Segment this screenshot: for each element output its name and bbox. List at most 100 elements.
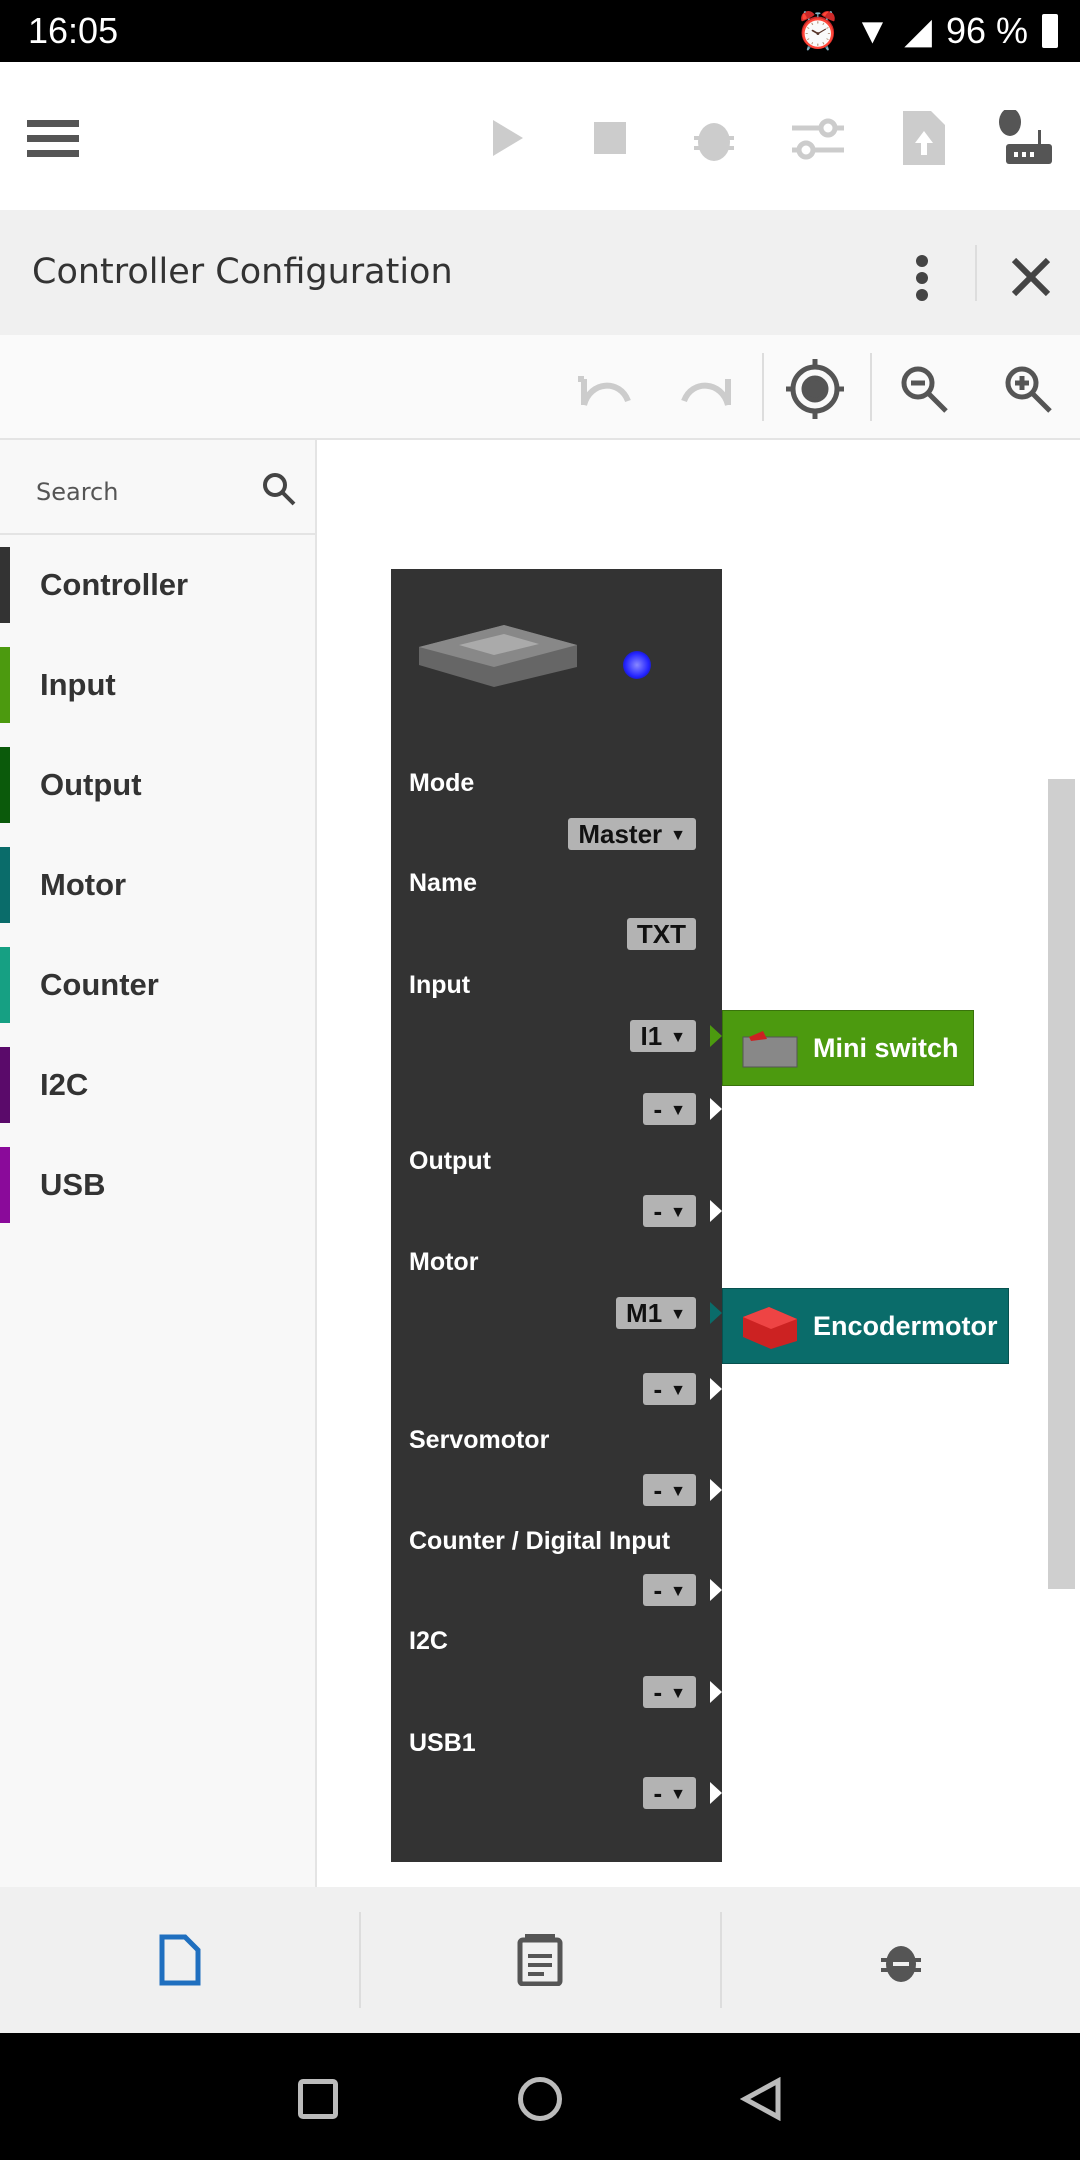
list-document-icon [517, 1934, 563, 1986]
controller-connection-icon[interactable] [998, 110, 1054, 166]
output-port-dropdown[interactable]: -▼ [643, 1195, 696, 1227]
play-icon[interactable] [480, 110, 536, 166]
connector-notch [710, 1681, 722, 1703]
dropdown-arrow-icon: ▼ [670, 1786, 686, 1803]
menu-icon[interactable] [25, 110, 81, 166]
more-options-icon[interactable] [912, 255, 932, 306]
zoom-in-icon[interactable] [1004, 365, 1054, 420]
encodermotor-block[interactable]: Encodermotor [722, 1288, 1009, 1364]
controller-block[interactable]: Mode Master▼ Name TXT Input I1▼ -▼ Outpu… [391, 569, 722, 1862]
search-input[interactable]: Search [0, 440, 315, 535]
dropdown-value: I1 [640, 1021, 663, 1051]
alarm-icon: ⏰ [795, 10, 841, 51]
tab-program[interactable] [0, 1887, 360, 2033]
motor-port-dropdown[interactable]: M1 ▼ [616, 1297, 696, 1329]
category-color [0, 1047, 10, 1123]
sidebar-item-usb[interactable]: USB [0, 1135, 315, 1235]
battery-level: 96 % [945, 10, 1028, 51]
sidebar-item-i2c[interactable]: I2C [0, 1035, 315, 1135]
search-icon[interactable] [262, 472, 296, 506]
name-label: Name [409, 869, 478, 897]
battery-icon [1042, 14, 1058, 48]
divider [762, 353, 764, 421]
upload-file-icon[interactable] [896, 110, 952, 166]
input-port-dropdown[interactable]: I1 ▼ [630, 1020, 696, 1052]
dropdown-value: M1 [626, 1298, 663, 1328]
mode-label: Mode [409, 769, 475, 797]
mode-dropdown[interactable]: Master▼ [568, 818, 696, 850]
divider [359, 1912, 361, 2008]
connector-notch [710, 1479, 722, 1501]
input-port-dropdown-2[interactable]: -▼ [643, 1093, 696, 1125]
search-placeholder: Search [36, 478, 119, 506]
zoom-out-icon[interactable] [900, 365, 950, 420]
close-icon[interactable] [1011, 257, 1051, 301]
dropdown-arrow-icon: ▼ [670, 1483, 686, 1500]
mini-switch-image [742, 1031, 798, 1068]
motor-port-dropdown-2[interactable]: -▼ [643, 1373, 696, 1405]
category-label: Motor [40, 867, 127, 902]
back-button[interactable] [740, 2077, 782, 2121]
sidebar-item-motor[interactable]: Motor [0, 835, 315, 935]
sidebar-item-input[interactable]: Input [0, 635, 315, 735]
usb-label: USB1 [409, 1729, 476, 1757]
usb-dropdown[interactable]: -▼ [643, 1777, 696, 1809]
canvas-toolbar [0, 335, 1080, 440]
name-field[interactable]: TXT [626, 918, 696, 950]
i2c-dropdown[interactable]: -▼ [643, 1676, 696, 1708]
home-button[interactable] [518, 2077, 562, 2121]
dropdown-value: - [653, 1575, 663, 1605]
dropdown-value: - [653, 1475, 663, 1505]
category-color [0, 847, 10, 923]
sidebar-item-counter[interactable]: Counter [0, 935, 315, 1035]
category-color [0, 547, 10, 623]
category-color [0, 647, 10, 723]
status-bar: 16:05 ⏰ ▼ ◢ 96 % [0, 0, 1080, 62]
signal-icon: ◢ [904, 10, 932, 51]
category-label: Input [40, 667, 116, 702]
dropdown-arrow-icon: ▼ [670, 1029, 686, 1046]
redo-icon[interactable] [680, 371, 736, 412]
divider [975, 245, 977, 301]
dropdown-arrow-icon: ▼ [670, 1102, 686, 1119]
connector-notch [710, 1782, 722, 1804]
category-color [0, 947, 10, 1023]
output-label: Output [409, 1147, 491, 1175]
connector-notch [710, 1098, 722, 1120]
sidebar-item-output[interactable]: Output [0, 735, 315, 835]
dropdown-value: - [653, 1094, 663, 1124]
dropdown-arrow-icon: ▼ [670, 1306, 686, 1323]
debug-icon[interactable] [686, 110, 742, 166]
undo-icon[interactable] [576, 371, 632, 412]
servomotor-dropdown[interactable]: -▼ [643, 1474, 696, 1506]
connector-notch [710, 1025, 722, 1047]
sidebar-item-controller[interactable]: Controller [0, 535, 315, 635]
page-title: Controller Configuration [32, 252, 453, 292]
connector-notch [710, 1302, 722, 1324]
stop-icon[interactable] [582, 110, 638, 166]
center-icon[interactable] [786, 359, 844, 424]
recents-button[interactable] [298, 2079, 338, 2119]
servomotor-label: Servomotor [409, 1426, 550, 1454]
category-color [0, 747, 10, 823]
divider [870, 353, 872, 421]
title-bar: Controller Configuration [0, 210, 1080, 335]
status-led-icon [623, 651, 651, 679]
category-label: Output [40, 767, 142, 802]
divider [720, 1912, 722, 2008]
workspace-scrollbar[interactable] [1048, 779, 1075, 1589]
mini-switch-block[interactable]: Mini switch [722, 1010, 974, 1086]
category-color [0, 1147, 10, 1223]
counter-dropdown[interactable]: -▼ [643, 1574, 696, 1606]
txt-controller-image [419, 625, 577, 687]
connector-notch [710, 1579, 722, 1601]
dropdown-value: - [653, 1196, 663, 1226]
tab-configuration[interactable] [360, 1887, 720, 2033]
dropdown-value: - [653, 1374, 663, 1404]
file-icon [159, 1934, 201, 1986]
settings-sliders-icon[interactable] [790, 110, 846, 166]
tab-debug[interactable] [721, 1887, 1080, 2033]
motor-label: Motor [409, 1248, 479, 1276]
connector-notch [710, 1378, 722, 1400]
clock: 16:05 [28, 10, 119, 51]
